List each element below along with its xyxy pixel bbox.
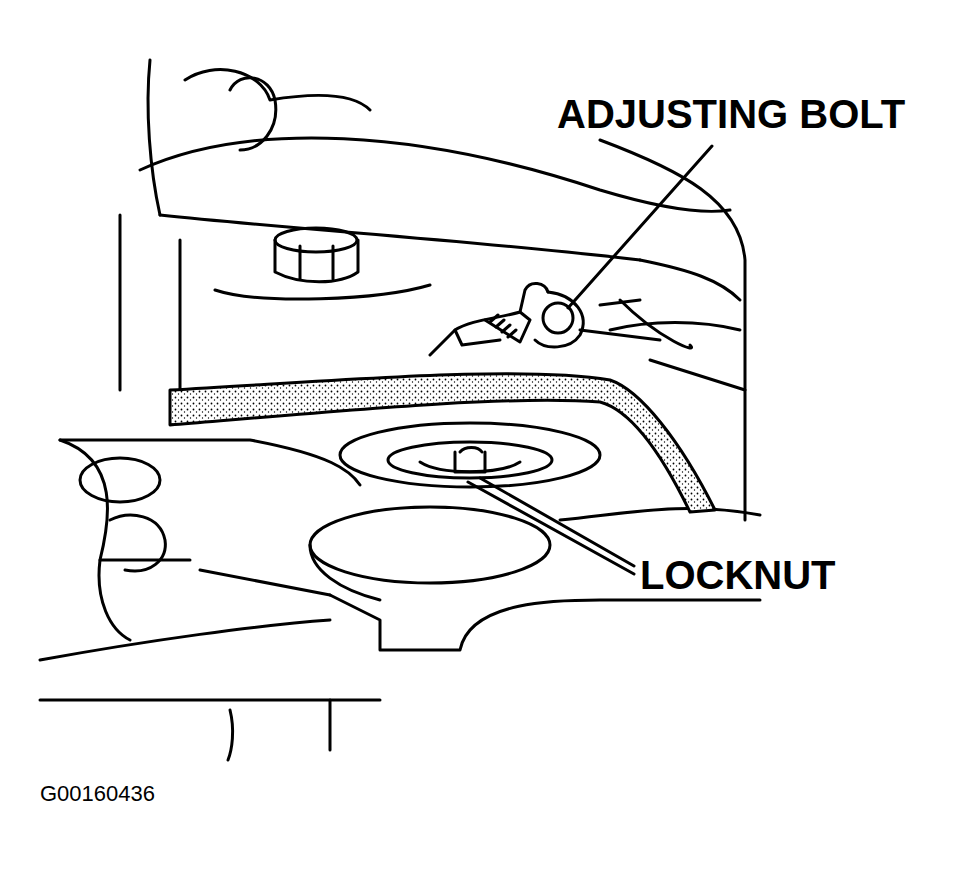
part-label: LOCKNUT xyxy=(640,553,836,597)
part-label: ADJUSTING BOLT xyxy=(557,92,905,136)
figure-id: G00160436 xyxy=(40,782,155,806)
leader-lines xyxy=(468,146,712,574)
